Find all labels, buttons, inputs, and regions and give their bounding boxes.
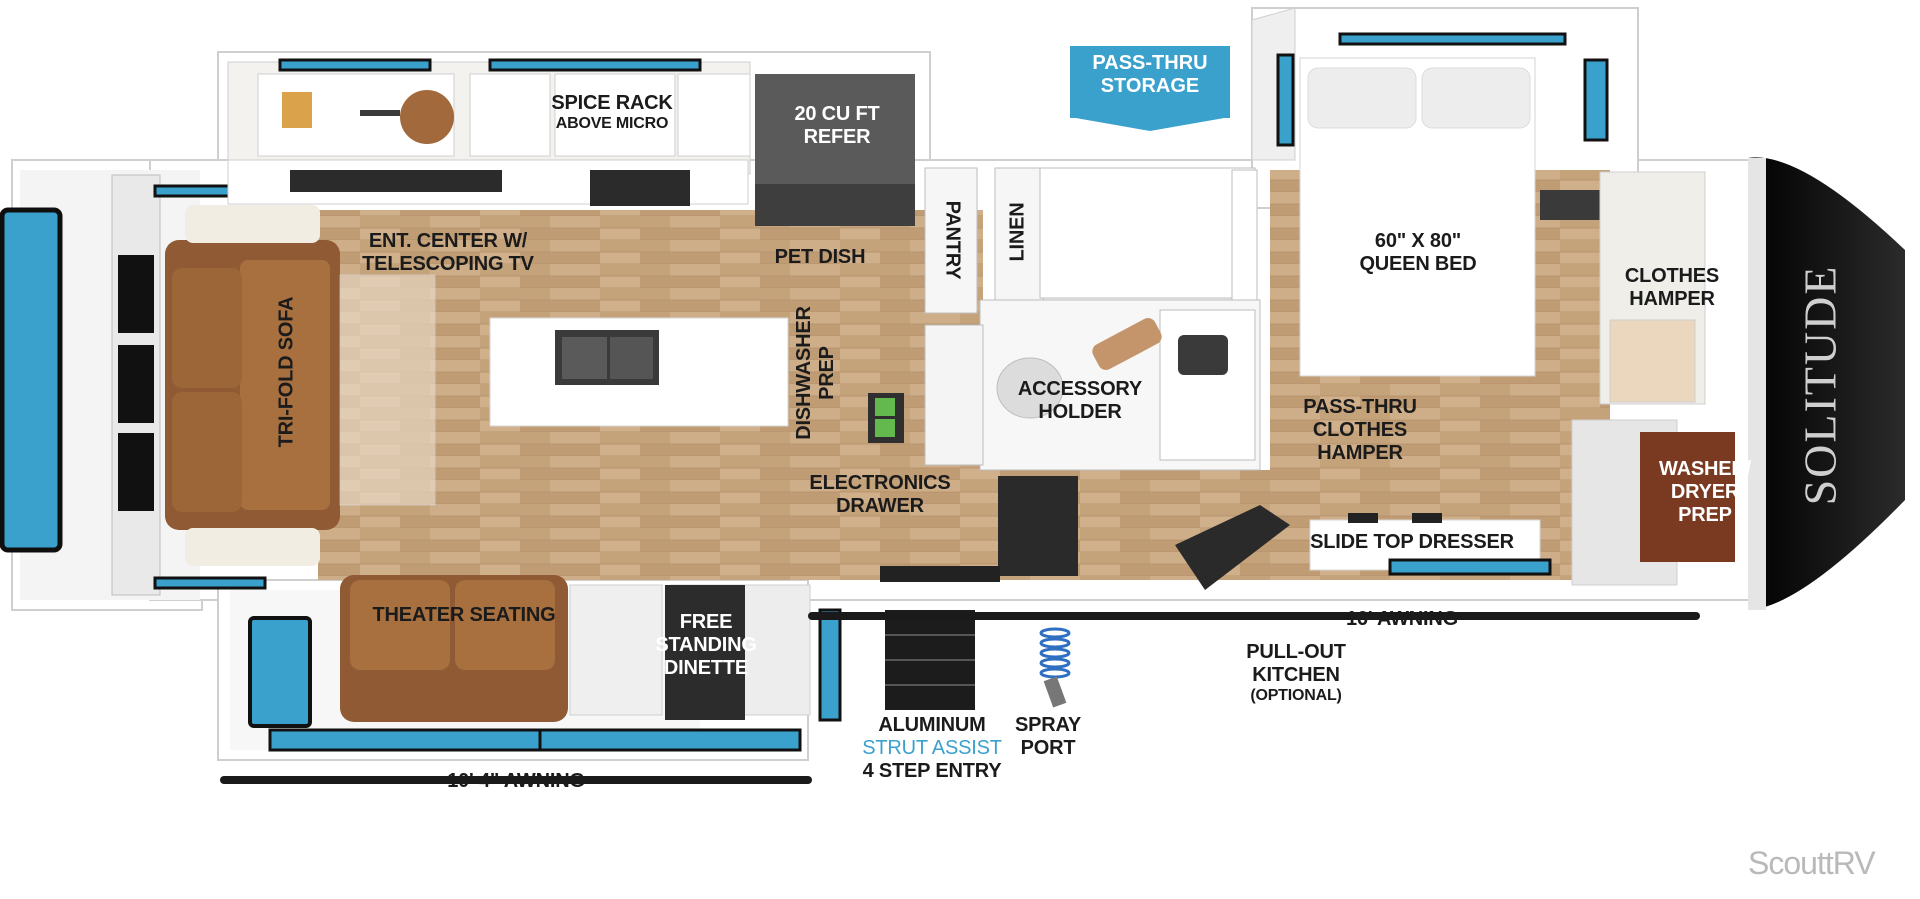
electronics-line2: DRAWER [836, 495, 924, 517]
queen-bed-line1: 60" x 80" [1374, 230, 1462, 252]
ent-center-line2: TELESCOPING TV [362, 253, 534, 275]
dinette-line1: FREE [679, 611, 733, 633]
electronics-line1: ELECTRONICS [809, 472, 951, 494]
spice-rack-line1: SPICE RACK [551, 92, 673, 114]
clothes-hamper-line2: HAMPER [1629, 288, 1715, 310]
clothes-hamper-line1: CLOTHES [1624, 265, 1720, 287]
awning-10-bar [220, 776, 812, 784]
ent-center-line1: ENT. CENTER w/ [368, 230, 528, 252]
rear-window [0, 207, 63, 553]
accessory-line2: HOLDER [1038, 401, 1122, 423]
tri-fold-sofa-label: TRI-FOLD SOFA [275, 296, 298, 448]
front-cap [1748, 157, 1905, 610]
dinette-table [665, 585, 745, 720]
strut-assist-line: STRUT ASSIST [862, 737, 1002, 759]
brand-logo: SOLITUDE [1794, 264, 1846, 506]
watermark-logo: ScouttRV [1748, 845, 1876, 881]
pass-thru-storage-arrow [1070, 117, 1230, 131]
spray-line2: PORT [1020, 737, 1076, 759]
pass-thru-storage-line1: PASS-THRU [1092, 52, 1208, 74]
pass-hamper-line3: HAMPER [1317, 442, 1403, 464]
linen-label: LINEN [1006, 202, 1029, 262]
step-entry-line: 4 STEP ENTRY [862, 760, 1002, 782]
refer-line2: REFER [803, 126, 871, 148]
pass-hamper-line2: CLOTHES [1312, 419, 1408, 441]
awning-16-label: 16' AWNING [1345, 608, 1459, 630]
dishwasher-line1: DISHWASHER [793, 306, 815, 440]
pass-thru-storage-tag: PASS-THRU STORAGE [1070, 46, 1230, 118]
washer-line1: WASHER/ [1659, 458, 1751, 480]
dinette-line3: DINETTE [663, 657, 749, 679]
pullout-line2: KITCHEN [1252, 664, 1340, 686]
accessory-line1: ACCESSORY [1017, 378, 1143, 400]
theater-seating-label: THEATER SEATING [372, 604, 556, 626]
spray-line1: SPRAY [1014, 714, 1082, 736]
entry-door [998, 476, 1078, 576]
spray-port-hose [1039, 627, 1071, 679]
pass-thru-storage-line2: STORAGE [1100, 75, 1200, 97]
spice-rack-label: SPICE RACK ABOVE MICRO [551, 92, 673, 133]
dishwasher-label: DISHWASHER PREP [793, 306, 839, 440]
refer-label: 20 CU FT REFER [794, 103, 879, 149]
tv-glow [339, 274, 436, 506]
awning-16-bar [808, 612, 1700, 620]
queen-bed-label: 60" x 80" QUEEN BED [1359, 230, 1476, 276]
dishwasher-line2: PREP [816, 346, 838, 400]
pass-thru-hamper-label: PASS-THRU CLOTHES HAMPER [1303, 396, 1417, 465]
pantry-label: PANTRY [941, 200, 964, 280]
refer-line1: 20 CU FT [794, 103, 880, 125]
pullout-line1: PULL-OUT [1246, 641, 1346, 663]
spice-rack-line2: ABOVE MICRO [555, 115, 669, 132]
refrigerator [755, 74, 915, 184]
washer-line3: PREP [1678, 504, 1732, 526]
step-entry-label: ALUMINUM STRUT ASSIST 4 STEP ENTRY [862, 714, 1002, 783]
dinette-label: FREE STANDING DINETTE [655, 611, 757, 680]
pass-hamper-line1: PASS-THRU [1303, 396, 1417, 418]
slide-top-dresser-label: SLIDE TOP DRESSER [1310, 531, 1514, 553]
pullout-line3: (OPTIONAL) [1250, 687, 1342, 704]
washer-dryer-label: WASHER/ DRYER PREP [1659, 458, 1751, 527]
pull-out-kitchen-label: PULL-OUT KITCHEN (OPTIONAL) [1246, 641, 1346, 705]
electronics-drawer-label: ELECTRONICS DRAWER [809, 472, 950, 518]
ent-center-label: ENT. CENTER w/ TELESCOPING TV [362, 230, 534, 276]
dinette-line2: STANDING [655, 634, 757, 656]
queen-bed-line2: QUEEN BED [1359, 253, 1477, 275]
washer-line2: DRYER [1670, 481, 1740, 503]
awning-10-label: 10' 4" AWNING [447, 770, 585, 792]
spray-port-label: SPRAY PORT [1015, 714, 1081, 760]
aluminum-line: ALUMINUM [878, 714, 986, 736]
accessory-holder-label: ACCESSORY HOLDER [1018, 378, 1142, 424]
pet-dish-label: PET DISH [774, 246, 866, 268]
clothes-hamper-label: CLOTHES HAMPER [1625, 265, 1719, 311]
